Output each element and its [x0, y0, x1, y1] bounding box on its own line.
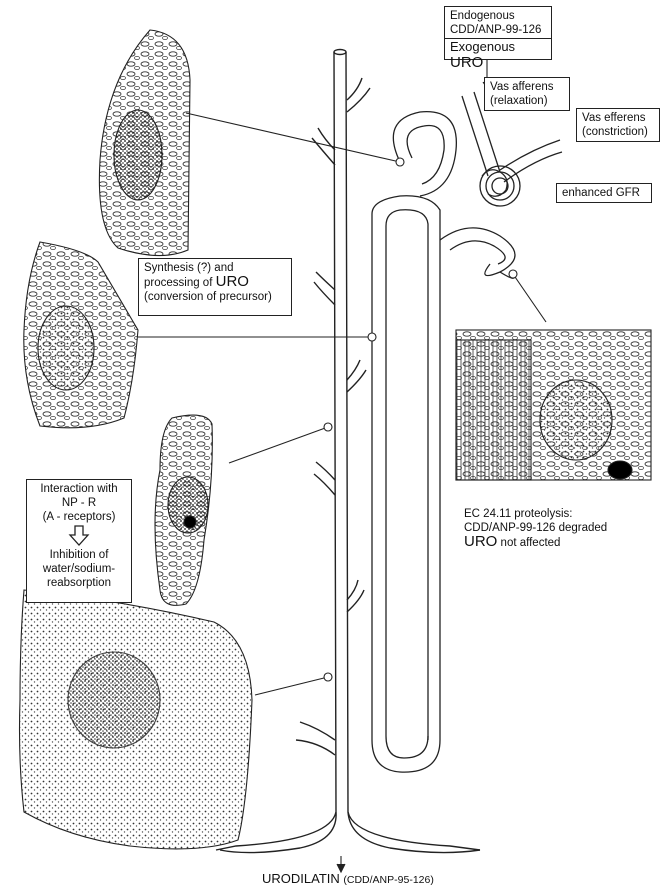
cell-image-middle-left: [24, 242, 138, 428]
vas-afferens-effect-label: (relaxation): [490, 94, 564, 108]
inhibition-label-line1: Inhibition of: [32, 548, 126, 562]
ec-label-line3: not affected: [501, 537, 561, 549]
cell-image-bottom: [20, 590, 253, 849]
interaction-label-line3: (A - receptors): [32, 510, 126, 524]
cell-image-right: [456, 330, 651, 480]
vas-efferens-effect-label: (constriction): [582, 125, 654, 139]
urodilatin-sub-label: (CDD/ANP-95-126): [343, 874, 433, 886]
inhibition-label-line2: water/sodium-: [32, 562, 126, 576]
exogenous-uro-label: URO: [450, 54, 483, 71]
cell-image-small: [155, 415, 212, 605]
synthesis-label-line3: (conversion of precursor): [144, 290, 286, 304]
vas-efferens-box: Vas efferens (constriction): [576, 108, 660, 142]
vas-efferens-label: Vas efferens: [582, 111, 654, 125]
synthesis-uro-label: URO: [216, 273, 249, 290]
synthesis-box: Synthesis (?) and processing of URO (con…: [138, 258, 292, 316]
peptide-source-box: Endogenous CDD/ANP-99-126 Exogenous URO: [444, 6, 552, 60]
ec-label-line1: EC 24.11 proteolysis:: [464, 507, 654, 521]
endogenous-peptide-label: CDD/ANP-99-126: [445, 23, 551, 39]
urodilatin-caption: URODILATIN (CDD/ANP-95-126): [262, 872, 434, 887]
ec-row3: URO not affected: [464, 535, 654, 550]
gfr-label: enhanced GFR: [562, 186, 646, 200]
vas-afferens-box: Vas afferens (relaxation): [484, 77, 570, 111]
exogenous-label: Exogenous: [450, 39, 515, 54]
inhibition-label-line3: reabsorption: [32, 576, 126, 590]
exogenous-row: Exogenous URO: [450, 39, 546, 71]
synthesis-label-line2: processing of: [144, 277, 212, 289]
vas-afferens-label: Vas afferens: [490, 80, 564, 94]
down-arrow-icon: [68, 525, 90, 547]
interaction-label-line1: Interaction with: [32, 482, 126, 496]
cell-image-top: [99, 30, 190, 256]
endogenous-label: Endogenous: [450, 9, 546, 23]
ec-uro-label: URO: [464, 533, 497, 550]
synthesis-row2: processing of URO: [144, 275, 286, 290]
gfr-box: enhanced GFR: [556, 183, 652, 203]
proteolysis-note: EC 24.11 proteolysis: CDD/ANP-99-126 deg…: [464, 507, 654, 550]
receptor-effect-box: Interaction with NP - R (A - receptors) …: [26, 479, 132, 603]
interaction-label-line2: NP - R: [32, 496, 126, 510]
urodilatin-label: URODILATIN: [262, 871, 340, 886]
